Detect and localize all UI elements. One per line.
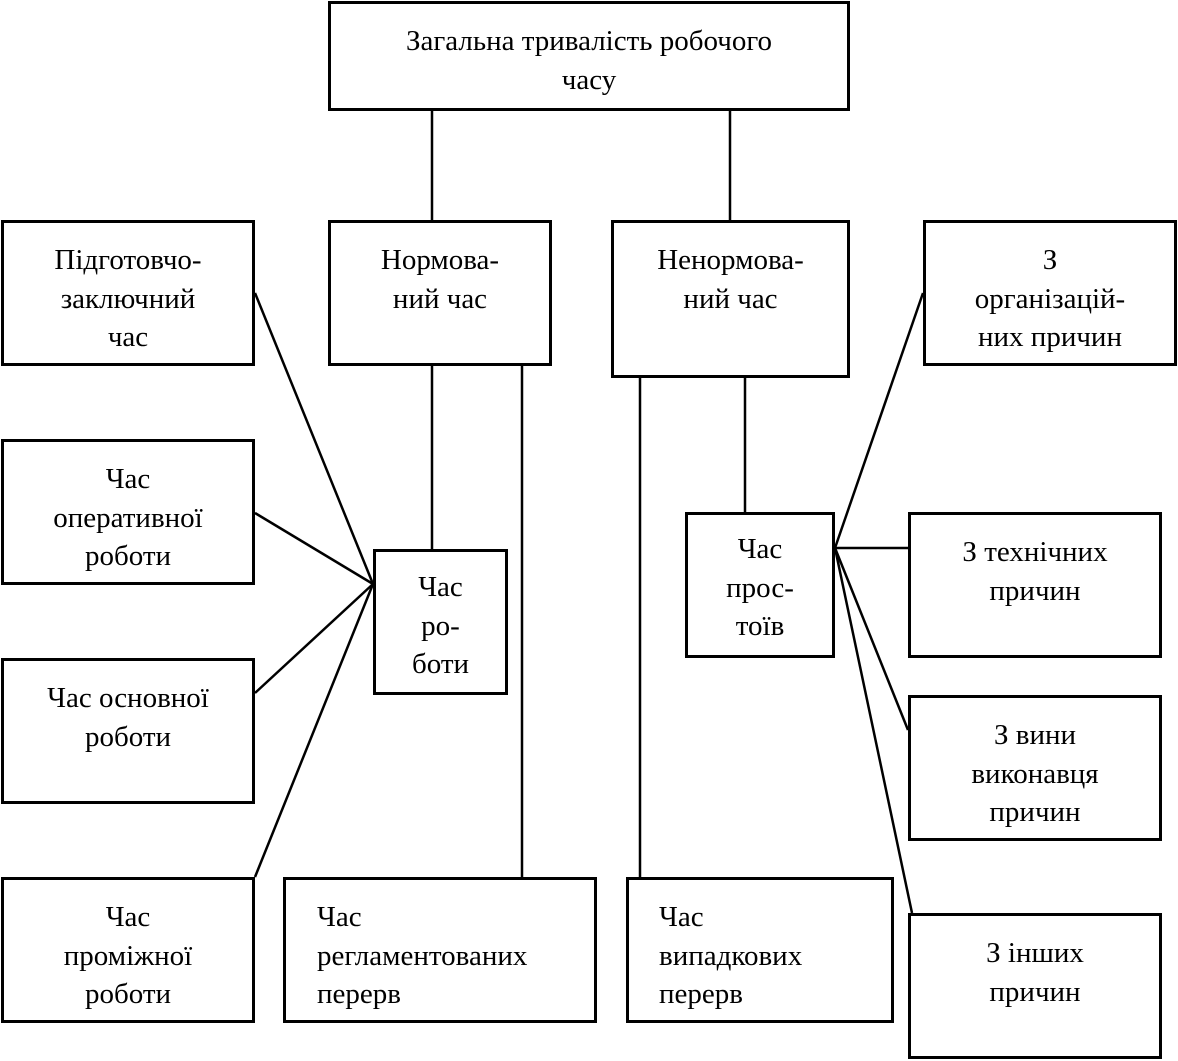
node-other-reasons: З інших причин <box>908 913 1162 1059</box>
node-preparatory-time: Підготовчо- заключний час <box>1 220 255 366</box>
node-label: З організацій- них причин <box>974 244 1126 353</box>
node-work-time: Час ро- боти <box>373 549 508 695</box>
node-label: Загальна тривалість робочого часу <box>405 25 773 96</box>
node-label: Час основної роботи <box>47 682 209 753</box>
node-label: Ненормова- ний час <box>657 244 804 315</box>
node-total-working-time: Загальна тривалість робочого часу <box>328 1 850 111</box>
node-normalized-time: Нормова- ний час <box>328 220 552 366</box>
connector-downtime-to-organizational <box>833 292 925 549</box>
node-operative-work-time: Час оперативної роботи <box>1 439 255 585</box>
node-label: Час ро- боти <box>411 571 470 680</box>
node-downtime: Час прос- тоїв <box>685 512 835 658</box>
connector-downtime-to-worker-fault <box>833 547 910 731</box>
node-label: Час оперативної роботи <box>53 463 203 572</box>
connector-downtime-to-other <box>833 547 914 914</box>
node-label: Час випадкових перерв <box>659 901 803 1010</box>
node-label: Час прос- тоїв <box>726 533 794 642</box>
node-intermediate-work-time: Час проміжної роботи <box>1 877 255 1023</box>
node-label: Нормова- ний час <box>380 244 500 315</box>
node-label: З вини виконавця причин <box>971 719 1099 828</box>
connector-work-time-to-operative <box>254 511 374 586</box>
node-label: З інших причин <box>986 937 1084 1008</box>
node-worker-fault-reasons: З вини виконавця причин <box>908 695 1162 841</box>
connector-work-time-to-main-work <box>254 583 374 694</box>
connector-work-time-to-intermediate <box>253 583 375 878</box>
node-label: З технічних причин <box>962 536 1108 607</box>
node-non-normalized-time: Ненормова- ний час <box>611 220 850 378</box>
node-label: Підготовчо- заключний час <box>54 244 202 353</box>
node-technical-reasons: З технічних причин <box>908 512 1162 658</box>
connector-work-time-to-preparatory <box>253 292 375 585</box>
node-main-work-time: Час основної роботи <box>1 658 255 804</box>
node-label: Час регламентованих перерв <box>317 901 528 1010</box>
node-organizational-reasons: З організацій- них причин <box>923 220 1177 366</box>
node-regulated-breaks: Час регламентованих перерв <box>283 877 597 1023</box>
node-accidental-breaks: Час випадкових перерв <box>626 877 894 1023</box>
node-label: Час проміжної роботи <box>63 901 193 1010</box>
